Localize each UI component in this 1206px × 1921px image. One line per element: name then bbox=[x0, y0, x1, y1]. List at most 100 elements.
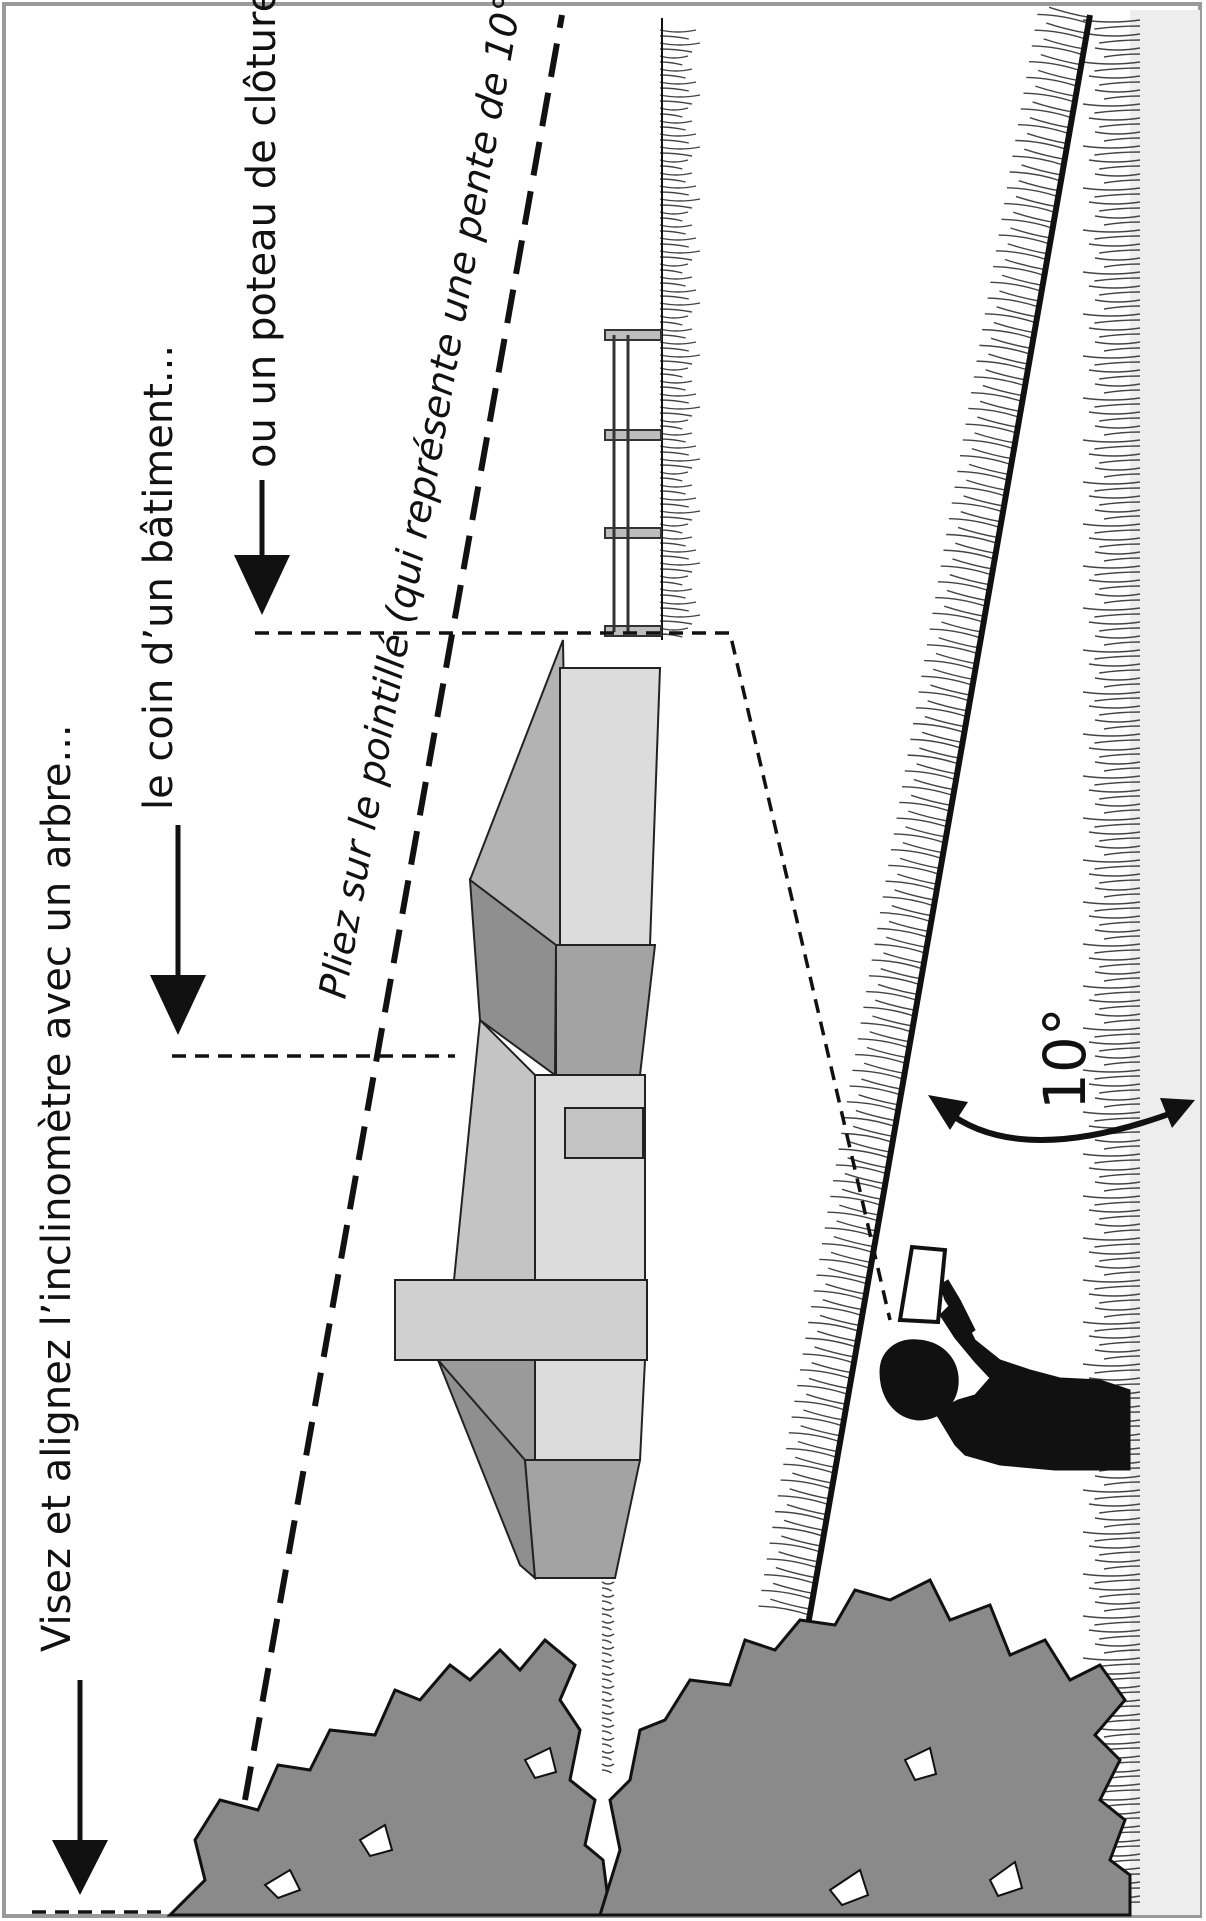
grass-tuft bbox=[1001, 211, 1054, 229]
grass-tuft bbox=[1082, 775, 1141, 786]
grass-tuft bbox=[601, 1646, 615, 1657]
inclinometer bbox=[897, 1244, 948, 1325]
house-chimney-wing bbox=[394, 1279, 648, 1361]
grass-tuft bbox=[907, 747, 960, 765]
grass-tuft bbox=[601, 1672, 615, 1683]
slope-line bbox=[805, 14, 1093, 1626]
grass-tuft bbox=[810, 1299, 864, 1317]
grass-tuft bbox=[794, 1393, 847, 1411]
grass-tuft bbox=[1088, 1587, 1141, 1598]
grass-tuft bbox=[1082, 271, 1141, 282]
label-angle: 10° bbox=[1031, 1007, 1099, 1110]
grass-tuft bbox=[1094, 593, 1141, 604]
grass-tuft bbox=[1088, 1335, 1141, 1346]
grass-tuft bbox=[877, 920, 930, 939]
grass-tuft bbox=[846, 1094, 900, 1112]
grass-tuft bbox=[1094, 383, 1141, 394]
grass-tuft bbox=[827, 1204, 880, 1222]
grass-tuft bbox=[1017, 116, 1071, 135]
grass-tuft bbox=[791, 1409, 845, 1427]
arrow-fence bbox=[234, 480, 290, 615]
grass-tuft bbox=[1094, 173, 1141, 184]
grass-tuft bbox=[1088, 705, 1141, 716]
grass-tuft bbox=[1088, 1251, 1141, 1262]
grass-tuft bbox=[1094, 215, 1141, 226]
grass-tuft bbox=[1094, 299, 1141, 310]
grass-tuft bbox=[1082, 985, 1141, 996]
grass-tuft bbox=[766, 1551, 820, 1569]
grass-tuft bbox=[982, 321, 1035, 340]
grass-tuft bbox=[935, 589, 988, 608]
grass-tuft bbox=[1094, 1265, 1141, 1276]
grass-tuft bbox=[1082, 1363, 1141, 1374]
grass-tuft bbox=[946, 526, 999, 545]
grass-tuft bbox=[601, 1724, 615, 1735]
grass-tuft bbox=[764, 1566, 817, 1585]
grass-tuft bbox=[816, 1267, 869, 1285]
grass-tuft bbox=[1088, 1503, 1141, 1514]
grass-tuft bbox=[775, 1503, 828, 1522]
angle-arc bbox=[943, 1107, 1182, 1143]
grass-tuft bbox=[1082, 439, 1141, 450]
house-right-wing bbox=[559, 667, 662, 946]
grass-tuft bbox=[874, 936, 927, 954]
grass-tuft bbox=[960, 447, 1013, 466]
grass-tuft bbox=[1088, 579, 1141, 590]
grass-tuft bbox=[1020, 101, 1074, 119]
grass-tuft bbox=[1088, 789, 1141, 800]
grass-tuft bbox=[1088, 201, 1141, 212]
person-body bbox=[934, 1304, 1131, 1471]
grass-tuft bbox=[1094, 551, 1141, 562]
grass-tuft bbox=[971, 384, 1024, 403]
grass-tuft bbox=[1094, 1307, 1141, 1318]
grass-tuft bbox=[1082, 1069, 1141, 1080]
grass-tuft bbox=[761, 1582, 814, 1601]
grass-tuft bbox=[1088, 117, 1141, 128]
grass-tuft bbox=[1094, 1013, 1141, 1024]
grass-tuft bbox=[995, 243, 1049, 261]
grass-tuft bbox=[1082, 103, 1141, 114]
grass-tuft bbox=[1094, 341, 1141, 352]
grass-tuft bbox=[1088, 159, 1141, 170]
grass-tuft bbox=[1082, 1195, 1141, 1206]
grass-tuft bbox=[1094, 803, 1141, 814]
grass-tuft bbox=[1094, 719, 1141, 730]
grass-tuft bbox=[1029, 53, 1082, 72]
grass-tuft bbox=[1082, 61, 1141, 72]
grass-tuft bbox=[1094, 1139, 1141, 1150]
person bbox=[879, 1279, 1131, 1471]
grass-tuft bbox=[1094, 1349, 1141, 1360]
grass-tuft bbox=[1088, 999, 1141, 1010]
grass-tuft bbox=[1082, 481, 1141, 492]
grass-tuft bbox=[1082, 313, 1141, 324]
grass-tuft bbox=[915, 700, 969, 718]
grass-tuft bbox=[1088, 33, 1141, 44]
grass-tuft bbox=[1094, 131, 1141, 142]
grass-tuft bbox=[1082, 1489, 1141, 1500]
grass-tuft bbox=[973, 369, 1027, 387]
grass-tuft bbox=[1015, 132, 1068, 151]
grass-tuft bbox=[1088, 663, 1141, 674]
grass-tuft bbox=[948, 510, 1002, 529]
grass-tuft bbox=[962, 432, 1016, 450]
arrow-building bbox=[150, 825, 206, 1035]
grass-tuft bbox=[1094, 677, 1141, 688]
grass-tuft bbox=[913, 715, 966, 734]
grass-tuft bbox=[855, 1046, 908, 1065]
angle-arrowhead-right bbox=[1160, 1098, 1195, 1128]
grass-tuft bbox=[786, 1440, 839, 1459]
grass-tuft bbox=[1088, 957, 1141, 968]
grass-tuft bbox=[601, 1685, 615, 1696]
grass-tuft bbox=[601, 1581, 615, 1592]
grass-tuft bbox=[1094, 1559, 1141, 1570]
grass-tuft bbox=[987, 290, 1041, 308]
grass-tuft bbox=[976, 353, 1029, 371]
grass-tuft bbox=[1094, 761, 1141, 772]
label-building-corner: le coin d’un bâtiment... bbox=[136, 345, 182, 810]
grass-tuft bbox=[926, 637, 980, 655]
house-bottom-wall bbox=[523, 1459, 642, 1579]
grass-tuft bbox=[893, 826, 947, 844]
grass-tuft bbox=[601, 1711, 615, 1722]
grass-tuft bbox=[1094, 425, 1141, 436]
label-fence-post: ou un poteau de clôture bbox=[239, 0, 285, 468]
